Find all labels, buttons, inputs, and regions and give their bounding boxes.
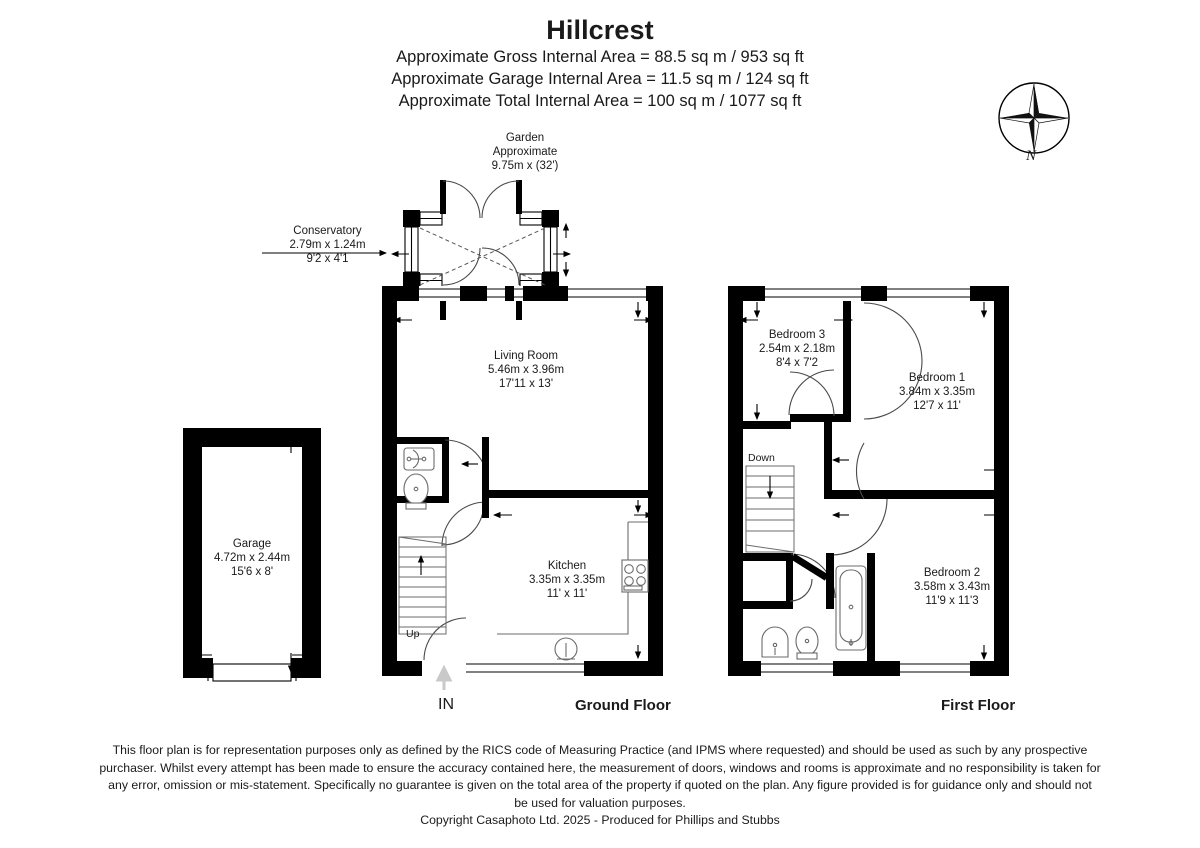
conservatory-dim-imperial: 9'2 x 4'1 — [306, 253, 349, 265]
bedroom-2-dim-imperial: 11'9 x 11'3 — [925, 595, 979, 607]
kitchen-dim-metric: 3.35m x 3.35m — [528, 574, 606, 586]
wc-basin-icon — [403, 447, 435, 471]
bedroom-3-name: Bedroom 3 — [768, 329, 826, 341]
window-kitchen-bottom — [466, 663, 584, 673]
room-label-conservatory: Conservatory 2.79m x 1.24m 9'2 x 4'1 — [255, 224, 400, 266]
kitchen-counter — [497, 521, 648, 635]
conservatory-name: Conservatory — [293, 225, 362, 237]
disclaimer-line-3: any error, omission or mis-statement. Sp… — [108, 778, 1092, 792]
copyright-line: Copyright Casaphoto Ltd. 2025 - Produced… — [420, 813, 780, 827]
living-room-dim-imperial: 17'11 x 13' — [498, 378, 554, 390]
wc-toilet-icon — [403, 473, 429, 510]
window-bed2-bottom — [900, 663, 970, 673]
footer-disclaimer: This floor plan is for representation pu… — [60, 742, 1140, 830]
room-label-bedroom-2: Bedroom 2 3.58m x 3.43m 11'9 x 11'3 — [878, 566, 1026, 608]
window-bed3-top — [765, 288, 861, 298]
garage-outline — [183, 428, 321, 682]
first-floor-label: First Floor — [941, 697, 1016, 714]
disclaimer-line-1: This floor plan is for representation pu… — [112, 743, 1088, 757]
bedroom-1-dim-imperial: 12'7 x 11' — [913, 400, 961, 412]
garage-internal-area: Approximate Garage Internal Area = 11.5 … — [391, 70, 809, 88]
kitchen-sink-icon — [554, 637, 578, 661]
conservatory-dim-metric: 2.79m x 1.24m — [289, 239, 366, 251]
garden-name: Garden — [505, 132, 545, 144]
room-label-kitchen: Kitchen 3.35m x 3.35m 11' x 11' — [493, 559, 641, 601]
living-room-name: Living Room — [494, 350, 558, 362]
bedroom-2-name: Bedroom 2 — [923, 567, 981, 579]
garage-dim-imperial: 15'6 x 8' — [230, 566, 274, 578]
bathroom-basin-icon — [761, 626, 789, 658]
stairs-up — [398, 536, 447, 635]
garage-name: Garage — [232, 538, 272, 550]
stairs-down-label: Down — [748, 452, 775, 464]
kitchen-dim-imperial: 11' x 11' — [546, 588, 588, 600]
garden-qualifier: Approximate — [492, 146, 558, 158]
gross-internal-area: Approximate Gross Internal Area = 88.5 s… — [396, 48, 804, 66]
arrow-up-icon — [435, 664, 453, 690]
stairs-down — [745, 465, 795, 553]
stairs-up-label: Up — [406, 628, 420, 640]
bathroom-toilet-icon — [795, 626, 819, 660]
bedroom-2-dim-metric: 3.58m x 3.43m — [913, 581, 991, 593]
garden-dimensions: 9.75m x (32') — [491, 160, 559, 172]
ground-floor-outline — [382, 286, 663, 676]
garage-dim-metric: 4.72m x 2.44m — [213, 552, 291, 564]
window-living-right — [568, 288, 654, 298]
floorplan-drawing: .wall { fill:#000000; } .thin { fill:non… — [183, 180, 1009, 690]
conservatory-outline — [262, 180, 572, 320]
compass-rose-icon — [996, 80, 1072, 156]
entrance-label: IN — [438, 696, 454, 713]
kitchen-name: Kitchen — [547, 560, 587, 572]
page-title: Hillcrest — [546, 15, 654, 45]
disclaimer-line-2: purchaser. Whilst every attempt has been… — [99, 760, 1101, 775]
disclaimer-line-4: be used for valuation purposes. — [514, 795, 686, 810]
bedroom-3-dim-metric: 2.54m x 2.18m — [758, 343, 836, 355]
bedroom-3-dim-imperial: 8'4 x 7'2 — [775, 357, 819, 369]
garden-label: Garden Approximate 9.75m x (32') — [455, 131, 595, 173]
first-floor-outline — [728, 286, 1009, 676]
plan-header: Hillcrest Approximate Gross Internal Are… — [0, 14, 1200, 112]
window-bathroom-bottom — [761, 663, 833, 673]
room-label-bedroom-3: Bedroom 3 2.54m x 2.18m 8'4 x 7'2 — [723, 328, 871, 370]
living-room-dim-metric: 5.46m x 3.96m — [487, 364, 565, 376]
room-label-bedroom-1: Bedroom 1 3.84m x 3.35m 12'7 x 11' — [863, 371, 1011, 413]
kitchen-hob-icon — [621, 559, 649, 593]
bedroom-1-dim-metric: 3.84m x 3.35m — [898, 386, 976, 398]
room-label-living-room: Living Room 5.46m x 3.96m 17'11 x 13' — [452, 349, 600, 391]
compass-north-label: N — [1025, 148, 1036, 164]
bedroom-1-name: Bedroom 1 — [908, 372, 966, 384]
bath-icon — [835, 565, 867, 651]
total-internal-area: Approximate Total Internal Area = 100 sq… — [398, 92, 802, 110]
garage-door-icon — [207, 663, 297, 682]
window-bed1-top — [887, 288, 970, 298]
room-label-garage: Garage 4.72m x 2.44m 15'6 x 8' — [178, 537, 326, 579]
ground-floor-label: Ground Floor — [575, 697, 671, 714]
